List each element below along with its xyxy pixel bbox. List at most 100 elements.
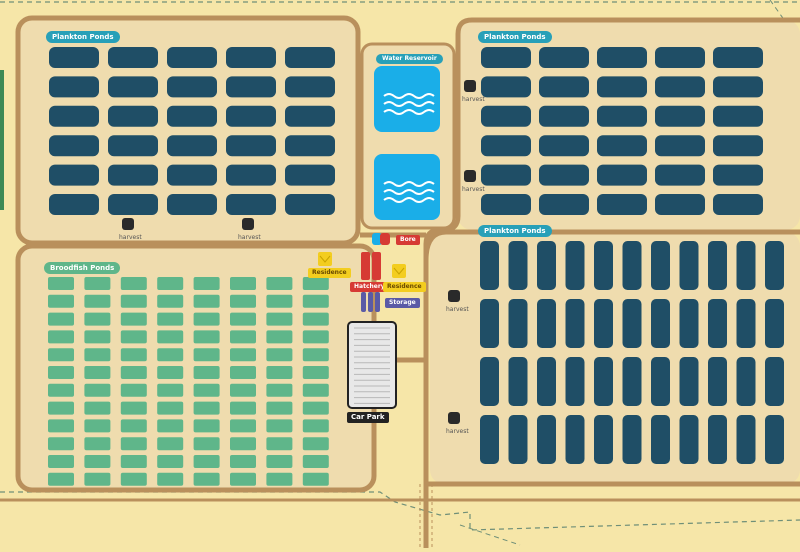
broodfish-pond bbox=[84, 330, 111, 344]
broodfish-pond bbox=[193, 294, 220, 308]
broodfish-pond bbox=[193, 383, 220, 397]
plankton-pond bbox=[481, 105, 531, 127]
broodfish-pond bbox=[302, 437, 329, 451]
residence-left-icon bbox=[318, 252, 332, 266]
plankton-pond bbox=[167, 164, 217, 186]
plankton-pond bbox=[539, 76, 589, 98]
plankton-pond bbox=[655, 164, 705, 186]
plankton-pond bbox=[708, 299, 727, 348]
broodfish-pond bbox=[157, 330, 184, 344]
reservoir-tank-2 bbox=[374, 154, 440, 220]
plankton-pond bbox=[480, 415, 499, 464]
broodfish-pond bbox=[266, 312, 293, 326]
plankton-pond bbox=[508, 415, 528, 464]
sand-area-top-left bbox=[18, 18, 358, 243]
broodfish-pond bbox=[266, 455, 293, 468]
plankton-pond bbox=[539, 135, 589, 157]
plankton-pond bbox=[765, 299, 784, 348]
plankton-pond bbox=[167, 135, 217, 157]
harvest-label-4: harvest bbox=[462, 186, 485, 193]
plankton-pond bbox=[565, 357, 585, 406]
broodfish-pond bbox=[84, 401, 111, 415]
broodfish-pond bbox=[48, 330, 74, 344]
plankton-pond bbox=[108, 135, 158, 157]
path-right-divider bbox=[423, 229, 800, 261]
plankton-pond bbox=[167, 194, 217, 215]
broodfish-pond bbox=[48, 419, 74, 433]
broodfish-pond bbox=[120, 330, 147, 344]
harvest-label-3: harvest bbox=[462, 96, 485, 103]
harvest-label-1: harvest bbox=[119, 234, 142, 241]
plankton-ponds-top-left bbox=[49, 47, 335, 215]
broodfish-pond bbox=[157, 437, 184, 451]
path-plankton-left bbox=[15, 15, 361, 246]
plankton-pond bbox=[713, 164, 763, 186]
broodfish-pond bbox=[193, 401, 220, 415]
broodfish-pond bbox=[302, 330, 329, 344]
broodfish-ponds bbox=[48, 277, 329, 486]
broodfish-pond bbox=[266, 277, 293, 290]
plankton-pond bbox=[285, 164, 335, 186]
broodfish-pond bbox=[120, 277, 147, 290]
plankton-pond bbox=[655, 105, 705, 127]
plankton-pond bbox=[651, 357, 670, 406]
property-boundary-south bbox=[459, 524, 521, 546]
broodfish-pond bbox=[120, 419, 147, 433]
plankton-pond bbox=[565, 241, 585, 290]
plankton-pond bbox=[539, 105, 589, 127]
plankton-pond bbox=[285, 135, 335, 157]
broodfish-pond bbox=[120, 348, 147, 362]
broodfish-pond bbox=[266, 294, 293, 308]
broodfish-pond bbox=[157, 455, 184, 468]
broodfish-pond bbox=[120, 366, 147, 379]
harvest-label-6: harvest bbox=[446, 428, 469, 435]
road-center-dashes bbox=[419, 484, 433, 548]
plankton-pond bbox=[708, 415, 727, 464]
plankton-pond bbox=[594, 299, 613, 348]
plankton-pond bbox=[537, 357, 556, 406]
plankton-pond bbox=[736, 357, 756, 406]
plankton-pond bbox=[597, 76, 647, 98]
broodfish-pond bbox=[120, 294, 147, 308]
broodfish-pond bbox=[84, 348, 111, 362]
label-plankton-ponds-bottom-right: Plankton Ponds bbox=[478, 225, 552, 237]
plankton-pond bbox=[49, 135, 99, 157]
broodfish-pond bbox=[302, 383, 329, 397]
plankton-pond bbox=[480, 357, 499, 406]
plankton-pond bbox=[167, 47, 217, 68]
broodfish-pond bbox=[157, 312, 184, 326]
broodfish-pond bbox=[84, 472, 111, 486]
plankton-pond bbox=[480, 241, 499, 290]
plankton-pond bbox=[713, 135, 763, 157]
broodfish-pond bbox=[302, 348, 329, 362]
broodfish-pond bbox=[266, 348, 293, 362]
plankton-pond bbox=[597, 135, 647, 157]
plankton-pond bbox=[539, 194, 589, 215]
broodfish-pond bbox=[302, 277, 329, 290]
broodfish-pond bbox=[230, 455, 256, 468]
broodfish-pond bbox=[84, 366, 111, 379]
plankton-pond bbox=[597, 164, 647, 186]
harvest-points bbox=[122, 80, 476, 424]
plankton-pond bbox=[736, 299, 756, 348]
plankton-pond bbox=[539, 164, 589, 186]
label-water-reservoir: Water Reservoir bbox=[376, 54, 443, 64]
broodfish-pond bbox=[84, 294, 111, 308]
plankton-pond bbox=[481, 164, 531, 186]
plankton-pond bbox=[679, 415, 699, 464]
broodfish-pond bbox=[302, 312, 329, 326]
plankton-pond bbox=[481, 47, 531, 68]
broodfish-pond bbox=[193, 437, 220, 451]
harvest-icon bbox=[464, 170, 476, 182]
plankton-pond bbox=[679, 357, 699, 406]
property-boundary-bottom bbox=[0, 491, 800, 531]
plankton-pond bbox=[481, 135, 531, 157]
broodfish-pond bbox=[48, 401, 74, 415]
plankton-pond bbox=[765, 415, 784, 464]
broodfish-pond bbox=[157, 277, 184, 290]
broodfish-pond bbox=[157, 348, 184, 362]
plankton-pond bbox=[49, 76, 99, 98]
plankton-pond bbox=[594, 357, 613, 406]
label-residence-right: Residence bbox=[383, 282, 426, 292]
